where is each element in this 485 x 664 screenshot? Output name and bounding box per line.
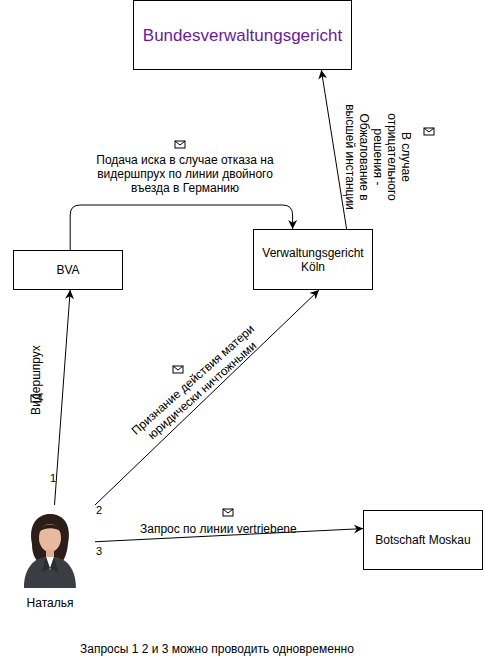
- arrow-connector: [321, 70, 346, 229]
- person-name: Наталья: [27, 596, 74, 610]
- envelope-icon: [31, 128, 434, 516]
- edge-label: В случае отрицательного решения - Обжало…: [343, 97, 413, 217]
- callout-number: 3: [96, 544, 102, 558]
- arrow-connector: [95, 290, 319, 505]
- process-box: Botschaft Moskau: [363, 510, 483, 570]
- edge-label: Признание действия матери юридически нич…: [123, 317, 273, 454]
- note-text: Запросы 1 2 и 3 можно проводить одноврем…: [80, 642, 354, 656]
- edge-label: Видершпрух: [29, 335, 43, 425]
- process-box: Bundesverwaltungsgericht: [133, 0, 352, 70]
- process-box: Verwaltungsgericht Köln: [253, 229, 373, 290]
- person-node: Наталья: [5, 505, 95, 610]
- edge-label: Подача иска в случае отказа на видершпру…: [85, 153, 285, 195]
- box-label: Bundesverwaltungsgericht: [143, 25, 342, 46]
- callout-number: 2: [96, 503, 102, 517]
- arrow-connector: [55, 290, 71, 505]
- process-box: BVA: [13, 250, 123, 290]
- edge-label: Запрос по линии vertriebene: [140, 522, 340, 536]
- callout-number: 1: [50, 471, 56, 485]
- box-label: Botschaft Moskau: [375, 533, 470, 547]
- person-icon: [20, 510, 80, 588]
- box-label: BVA: [56, 263, 79, 277]
- box-label: Verwaltungsgericht Köln: [257, 246, 369, 274]
